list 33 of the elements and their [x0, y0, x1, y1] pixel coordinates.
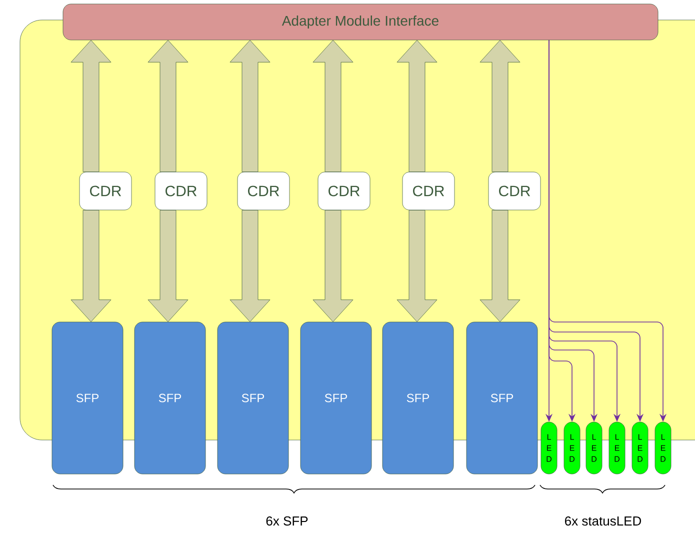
- cdr-box: CDR: [154, 172, 208, 210]
- double-arrow: [230, 210, 270, 322]
- led: L E D: [540, 422, 558, 474]
- cdr-box: CDR: [488, 172, 541, 210]
- double-arrow: [70, 40, 112, 172]
- double-arrow: [396, 40, 438, 172]
- double-arrow: [70, 210, 112, 322]
- led: L E D: [654, 422, 672, 474]
- sfp-module: SFP: [217, 322, 289, 474]
- led: L E D: [632, 422, 648, 474]
- cdr-box: CDR: [237, 172, 290, 210]
- sfp-module: SFP: [300, 322, 372, 474]
- led: L E D: [564, 422, 580, 474]
- sfp-module: SFP: [134, 322, 206, 474]
- cdr-box: CDR: [79, 172, 132, 210]
- interface-bar: Adapter Module Interface: [62, 4, 658, 40]
- double-arrow: [396, 210, 438, 322]
- double-arrow: [480, 210, 520, 322]
- led: L E D: [586, 422, 602, 474]
- sfp-module: SFP: [52, 322, 124, 474]
- double-arrow: [312, 210, 354, 322]
- double-arrow: [230, 40, 270, 172]
- cdr-box: CDR: [318, 172, 370, 210]
- double-arrow: [148, 40, 188, 172]
- led: L E D: [608, 422, 626, 474]
- sfp-module: SFP: [466, 322, 538, 474]
- bracket-label: 6x SFP: [266, 516, 308, 526]
- sfp-module: SFP: [382, 322, 454, 474]
- cdr-box: CDR: [402, 172, 455, 210]
- double-arrow: [480, 40, 520, 172]
- bracket-label: 6x statusLED: [565, 516, 642, 526]
- double-arrow: [148, 210, 188, 322]
- double-arrow: [312, 40, 354, 172]
